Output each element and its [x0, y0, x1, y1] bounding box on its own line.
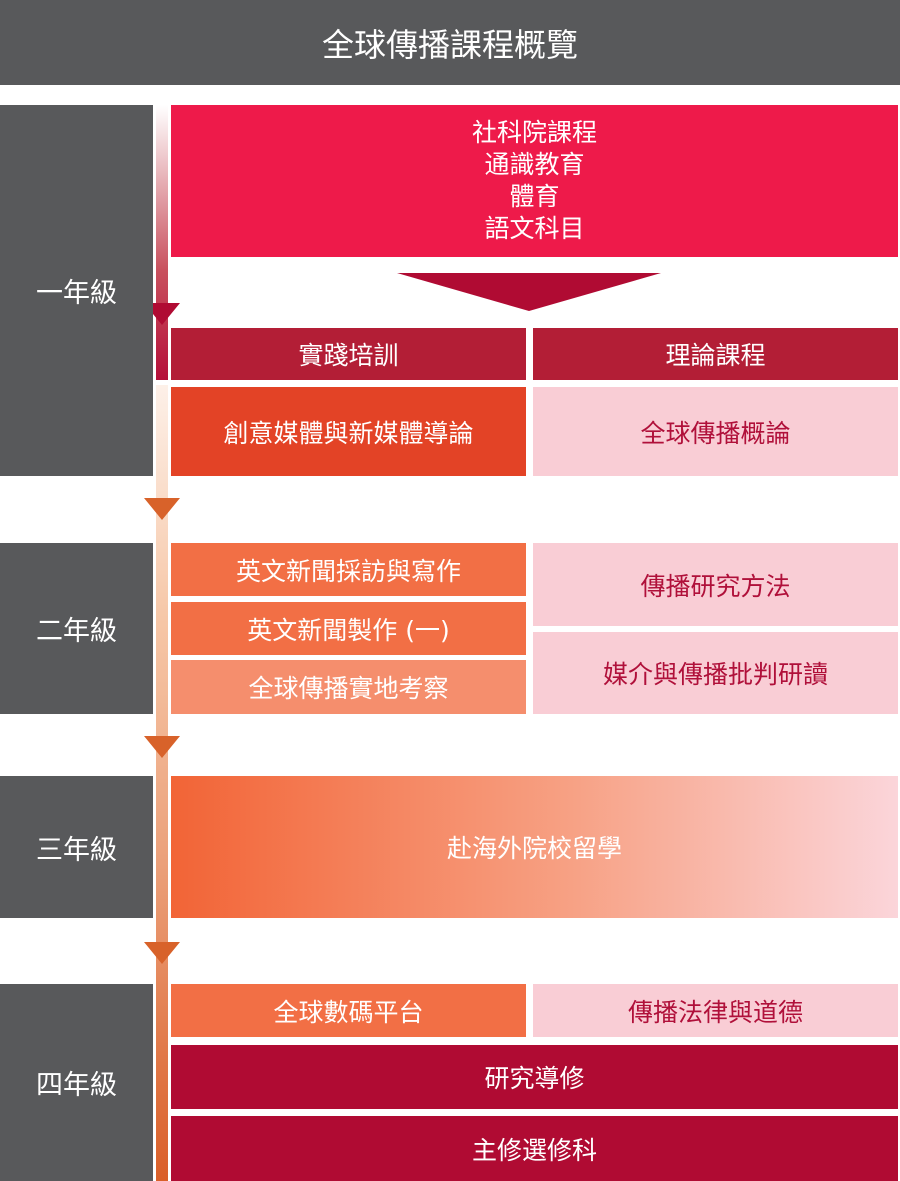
common-courses-box: 社科院課程 通識教育 體育 語文科目: [171, 105, 898, 257]
year-2-label: 二年級: [0, 543, 153, 714]
year-4-label: 四年級: [0, 984, 153, 1181]
course-box: 全球數碼平台: [171, 984, 526, 1037]
year-1-label: 一年級: [0, 105, 153, 476]
year-3-label: 三年級: [0, 776, 153, 918]
common-course: 體育: [509, 182, 560, 211]
page-title: 全球傳播課程概覽: [0, 0, 900, 85]
timeline-bar: [156, 385, 168, 1181]
arrow-down-icon: [144, 303, 180, 325]
course-box: 全球傳播實地考察: [171, 660, 526, 714]
big-arrow-icon: [397, 273, 661, 311]
course-box: 媒介與傳播批判研讀: [533, 632, 898, 714]
course-box: 研究導修: [171, 1045, 898, 1109]
arrow-down-icon: [144, 736, 180, 758]
course-box: 傳播法律與道德: [533, 984, 898, 1037]
course-box: 英文新聞製作 (一): [171, 602, 526, 655]
timeline-bar-year1: [156, 105, 168, 380]
course-box: 傳播研究方法: [533, 543, 898, 626]
arrow-down-icon: [144, 498, 180, 520]
practice-header: 實踐培訓: [171, 328, 526, 380]
theory-header: 理論課程: [533, 328, 898, 380]
course-box: 全球傳播概論: [533, 387, 898, 476]
common-course: 社科院課程: [471, 118, 597, 147]
exchange-box: 赴海外院校留學: [171, 776, 898, 918]
common-course: 語文科目: [484, 214, 585, 243]
arrow-down-icon: [144, 942, 180, 964]
common-course: 通識教育: [484, 150, 585, 179]
course-box: 英文新聞採訪與寫作: [171, 543, 526, 596]
course-box: 創意媒體與新媒體導論: [171, 387, 526, 476]
course-box: 主修選修科: [171, 1116, 898, 1181]
